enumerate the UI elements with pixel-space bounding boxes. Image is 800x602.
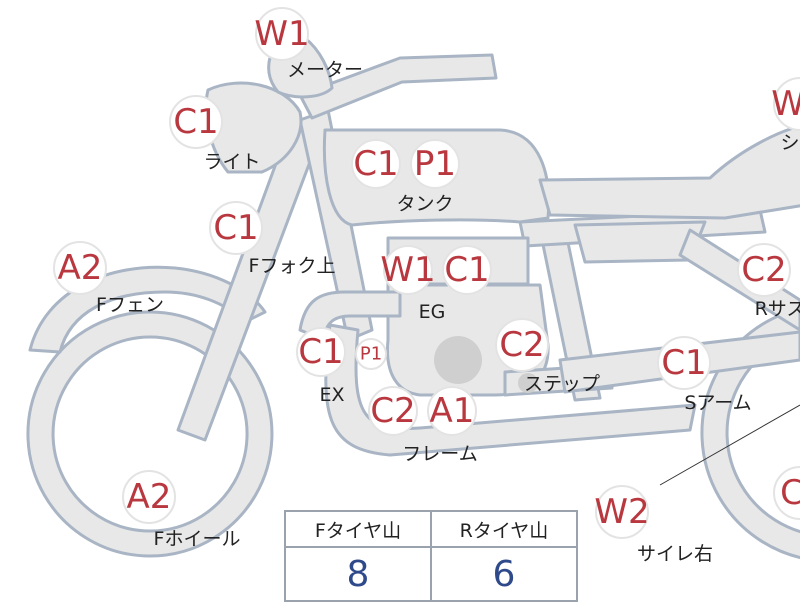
seat-code: W <box>771 84 800 124</box>
front-tire-value: 8 <box>284 546 432 602</box>
sarm-code: C1 <box>661 343 706 383</box>
sarm-code-badge: C1 <box>657 336 711 390</box>
step-label: ステップ <box>524 373 600 395</box>
frame-code-badge-1: C2 <box>368 386 418 436</box>
step-code-badge: C2 <box>495 318 549 372</box>
ffork-label: Fフォク上 <box>249 255 336 277</box>
muffler-code: W2 <box>594 492 649 532</box>
sarm-label: Sアーム <box>684 392 751 414</box>
ex-code-badge-2: P1 <box>355 338 387 370</box>
rear-tire-header: Rタイヤ山 <box>430 510 578 548</box>
ex-code-badge-1: C1 <box>296 327 346 377</box>
ffork-code: C1 <box>213 208 258 248</box>
rwheel-code: C <box>780 473 800 513</box>
tank-code-badge-1: C1 <box>351 139 401 189</box>
tank-code-badge-2: P1 <box>410 139 460 189</box>
muffler-code-badge: W2 <box>594 485 650 539</box>
tire-tread-table: Fタイヤ山 Rタイヤ山 8 6 <box>284 510 578 602</box>
seat <box>538 124 800 220</box>
frame-top-rail <box>298 53 498 120</box>
step-peg-left <box>518 373 538 393</box>
rwheel-code-badge: C <box>773 466 800 520</box>
eg-code-badge-2: C1 <box>442 245 492 295</box>
muffler-label: サイレ右 <box>637 543 713 565</box>
frame-code-badge-2: A1 <box>427 386 477 436</box>
eg-code-2: C1 <box>444 250 489 290</box>
ffender-code: A2 <box>58 248 103 288</box>
meter-code: W1 <box>254 14 309 54</box>
seat-code-badge: W <box>771 77 800 131</box>
rsus-code-badge: C2 <box>737 243 791 297</box>
front-tire-header: Fタイヤ山 <box>284 510 432 548</box>
fwheel-code-badge: A2 <box>122 470 176 524</box>
tank-label: タンク <box>396 193 453 215</box>
rsus-label: Rサス <box>755 298 800 320</box>
frame-lower-rail <box>324 323 697 457</box>
rsus-code: C2 <box>741 250 786 290</box>
frame-code-2: A1 <box>430 391 475 431</box>
rear-tire-value: 6 <box>430 546 578 602</box>
meter-code-badge: W1 <box>254 7 310 61</box>
engine-cover <box>434 336 482 384</box>
ex-label: EX <box>319 384 344 406</box>
muffler-leader-line <box>659 404 800 486</box>
tank-code-2: P1 <box>414 144 456 184</box>
meter-label: メーター <box>287 59 363 81</box>
tank-code-1: C1 <box>353 144 398 184</box>
light-code: C1 <box>173 102 218 142</box>
fwheel-code: A2 <box>127 477 172 517</box>
eg-code-badge-1: W1 <box>380 245 436 295</box>
seat-label: シ <box>780 132 799 154</box>
step-code: C2 <box>499 325 544 365</box>
eg-code-1: W1 <box>380 250 435 290</box>
frame-label: フレーム <box>402 443 477 465</box>
ffork-code-badge: C1 <box>209 201 263 255</box>
light-label: ライト <box>203 151 260 173</box>
eg-label: EG <box>419 301 446 323</box>
ffender-label: Fフェン <box>96 294 164 316</box>
ffender-code-badge: A2 <box>53 241 107 295</box>
ex-code-1: C1 <box>298 332 343 372</box>
light-code-badge: C1 <box>169 95 223 149</box>
fwheel-label: Fホイール <box>154 528 241 550</box>
frame-code-1: C2 <box>370 391 415 431</box>
ex-code-2: P1 <box>360 344 382 365</box>
